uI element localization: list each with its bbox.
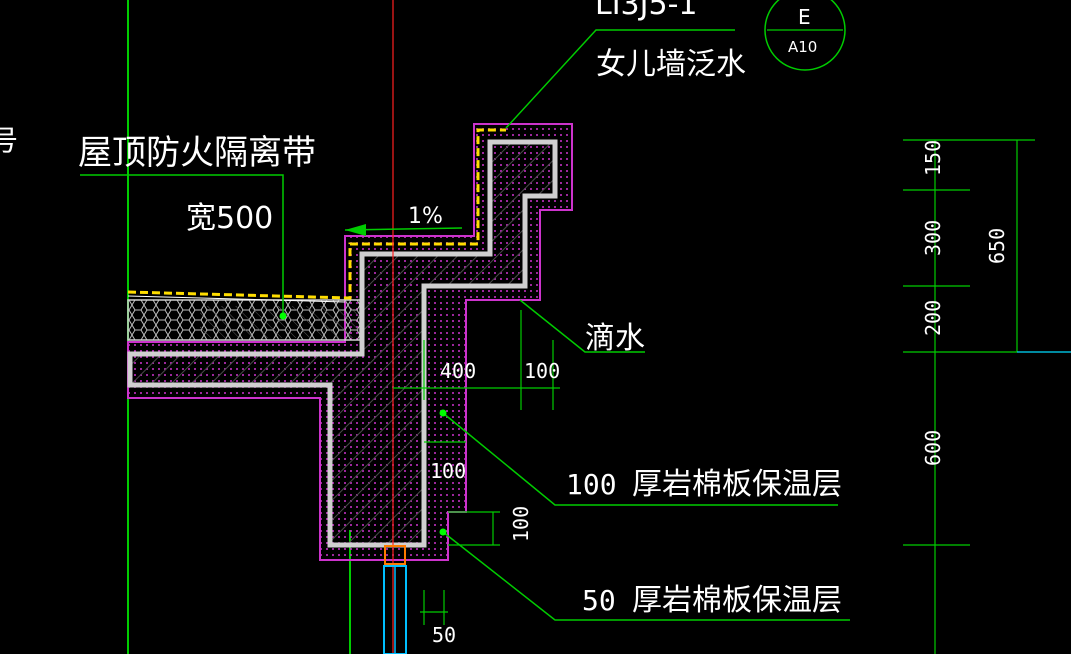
leader-dot-insul-100 <box>439 409 447 417</box>
right-dim-300: 300 <box>921 220 945 256</box>
window-head <box>384 545 406 565</box>
dim-100-low: 100 <box>509 506 533 542</box>
parapet-label: 女儿墙泛水 <box>596 47 746 82</box>
insul-100-number: 100 <box>566 468 617 501</box>
insul-100-label: 厚岩棉板保温层 <box>632 467 842 502</box>
concrete-body <box>127 139 558 548</box>
leader-dot-insul-50 <box>439 528 447 536</box>
waterproof-membrane <box>127 128 506 300</box>
dim-100-mid: 100 <box>430 459 466 483</box>
width-label: 宽500 <box>186 201 273 236</box>
dim-400: 400 <box>440 359 476 383</box>
right-dim-150: 150 <box>921 140 945 176</box>
drip-label: 滴水 <box>585 321 645 356</box>
insul-50-label: 厚岩棉板保温层 <box>632 583 842 618</box>
grid-bubble-sheet: A10 <box>788 38 817 56</box>
slope-arrow-head <box>345 224 366 236</box>
leader-insul-50 <box>442 531 850 621</box>
right-dim-650: 650 <box>985 228 1009 264</box>
waterproof-under <box>127 295 346 303</box>
leader-insul-100 <box>442 412 838 506</box>
firebreak-label: 屋顶防火隔离带 <box>78 133 316 173</box>
leader-parapet <box>505 29 735 129</box>
right-dim-200: 200 <box>921 300 945 336</box>
roof-screed <box>200 306 360 338</box>
leader-firebreak <box>80 174 284 316</box>
right-dim-600: 600 <box>921 430 945 466</box>
left-mark-label: 号 <box>0 124 18 157</box>
leader-drip <box>519 299 645 353</box>
slope-label: 1% <box>408 204 443 229</box>
leader-dot-firebreak <box>279 312 287 320</box>
dim-50: 50 <box>432 623 456 647</box>
grid-bubble <box>764 0 846 71</box>
dim-100-top: 100 <box>524 359 560 383</box>
ref-code-label: LI3J5-1 <box>595 0 698 22</box>
grid-bubble-letter: E <box>798 5 811 29</box>
insul-50-number: 50 <box>582 584 616 617</box>
